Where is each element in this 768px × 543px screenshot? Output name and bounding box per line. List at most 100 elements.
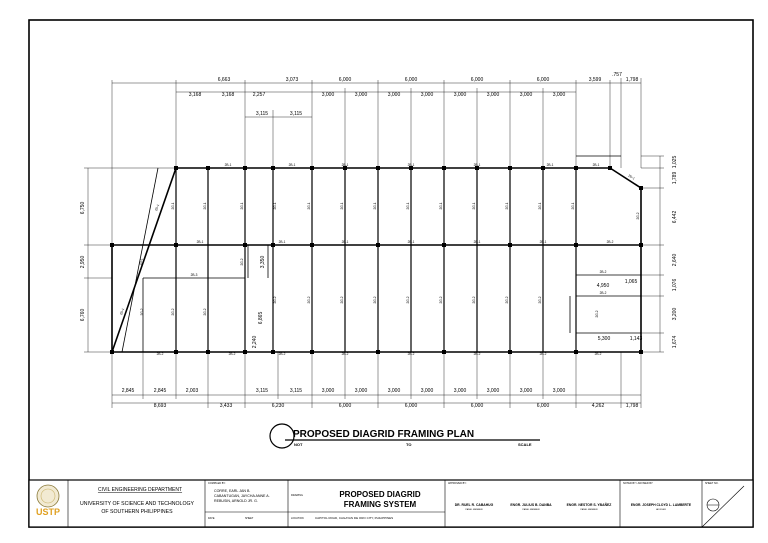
dim-bottom-inner: 2,845 bbox=[154, 388, 167, 394]
dim-top-outer: 6,663 bbox=[218, 77, 231, 83]
beam-label: 2B-1 bbox=[547, 163, 554, 167]
girder-label: 2G-1 bbox=[203, 202, 207, 209]
girder-label: 2G-1 bbox=[171, 202, 175, 209]
beam-label: 2B-2 bbox=[607, 240, 614, 244]
dim-inner: 1,143 bbox=[630, 336, 643, 342]
dim-bottom-inner: 3,000 bbox=[487, 388, 500, 394]
girder-label: 2G-1 bbox=[472, 202, 476, 209]
approver-role: PANEL MEMBER bbox=[465, 508, 483, 511]
dim-top-outer: 3,599 bbox=[589, 77, 602, 83]
beam-label: 2B-2 bbox=[342, 352, 349, 356]
dim-top-inner: 3,000 bbox=[355, 92, 368, 98]
dim-top-inner: 3,000 bbox=[322, 92, 335, 98]
beam-label: 2B-1 bbox=[408, 163, 415, 167]
plan-not-label: NOT bbox=[294, 442, 303, 447]
girder-label: 2G-2 bbox=[505, 296, 509, 303]
dim-top-outer: .757 bbox=[612, 72, 622, 78]
approver-role: PANEL MEMBER bbox=[580, 508, 598, 511]
diagrid-label: 2D-1 bbox=[154, 204, 160, 212]
beam-label: 2B-1 bbox=[342, 240, 349, 244]
girder-label: 2G-2 bbox=[595, 310, 599, 317]
date-label: DATE bbox=[208, 517, 215, 520]
beam-label: 2B-2 bbox=[157, 352, 164, 356]
girder-label: 2G-2 bbox=[340, 296, 344, 303]
dim-top-mid: 3,115 bbox=[290, 111, 302, 117]
dim-top-inner: 3,168 bbox=[222, 92, 235, 98]
approved-label: APPROVED BY: bbox=[448, 482, 467, 485]
dim-left: 2,950 bbox=[80, 256, 86, 269]
approver-name: ENGR. JULIUS B. DANBA bbox=[510, 503, 552, 507]
dim-bottom-inner: 3,115 bbox=[256, 388, 268, 394]
beam-label: 2B-1 bbox=[593, 163, 600, 167]
dim-bottom-inner: 3,000 bbox=[553, 388, 566, 394]
dim-inner: 4,950 bbox=[597, 283, 610, 289]
dim-top-outer: 3,073 bbox=[286, 77, 299, 83]
dim-bottom-outer: 3,433 bbox=[220, 403, 233, 409]
girder-label: 2G-1 bbox=[373, 202, 377, 209]
diagrid-label: 2D-1 bbox=[119, 308, 125, 316]
girder-label: 2G-2 bbox=[240, 258, 244, 265]
beam-label: 2B-1 bbox=[474, 163, 481, 167]
beam-label: 2B-1 bbox=[408, 240, 415, 244]
dim-bottom-inner: 2,845 bbox=[122, 388, 135, 394]
girder-label: 2G-2 bbox=[373, 296, 377, 303]
dim-right: 1,674 bbox=[672, 336, 678, 349]
logo-text: USTP bbox=[36, 507, 60, 517]
dim-top-outer: 6,000 bbox=[405, 77, 418, 83]
dim-left: 6,760 bbox=[80, 309, 86, 322]
approver-name: DR. RUEL R. CABAHUG bbox=[455, 503, 494, 507]
dim-inner: 1,065 bbox=[625, 279, 638, 285]
dim-right: 1,025 bbox=[672, 156, 678, 169]
diagrid-label: 2D-1 bbox=[138, 258, 143, 266]
plan-title-group: PROPOSED DIAGRID FRAMING PLAN NOT TO SCA… bbox=[269, 423, 540, 449]
beam-label: 2B-1 bbox=[474, 240, 481, 244]
girder-label: 2G-2 bbox=[307, 296, 311, 303]
beam-label: 2B-2 bbox=[595, 352, 602, 356]
girder-label: 2G-2 bbox=[636, 212, 640, 219]
dim-bottom-outer: 4,262 bbox=[592, 403, 605, 409]
girder-label: 2G-2 bbox=[439, 296, 443, 303]
dim-left: 6,750 bbox=[80, 202, 86, 215]
girder-label: 2G-2 bbox=[538, 296, 542, 303]
dim-bottom-outer: 8,693 bbox=[154, 403, 167, 409]
beam-label: 2B-1 bbox=[197, 240, 204, 244]
dim-right: 1,789 bbox=[672, 172, 678, 185]
beam-label: 2B-3 bbox=[191, 273, 198, 277]
beam-label: 2B-1 bbox=[225, 163, 232, 167]
title-block: USTP CIVIL ENGINEERING DEPARTMENT UNIVER… bbox=[28, 479, 754, 528]
dim-top-inner: 3,000 bbox=[553, 92, 566, 98]
girder-label: 2G-1 bbox=[406, 202, 410, 209]
dim-top-mid: 3,115 bbox=[256, 111, 268, 117]
member-labels: 2B-1 2B-1 2B-1 2B-1 2B-1 2B-1 2B-1 2B-1 … bbox=[119, 163, 640, 356]
dim-top-inner: 3,000 bbox=[454, 92, 467, 98]
beam-label: 2B-2 bbox=[408, 352, 415, 356]
drawing-label: DRAWING bbox=[291, 494, 303, 497]
dim-bottom-inner: 3,000 bbox=[355, 388, 368, 394]
dim-bottom-outer: 1,798 bbox=[626, 403, 639, 409]
beam-label: 2B-1 bbox=[289, 163, 296, 167]
sheet-border bbox=[28, 19, 754, 528]
compiler-name: CORRE, EARL JAN B. bbox=[214, 489, 250, 493]
plan-scale-label: SCALE bbox=[518, 442, 532, 447]
location-text: CAPITOL ROAD, CAGAYAN DE ORO CITY, PHILI… bbox=[315, 516, 393, 520]
plan-title: PROPOSED DIAGRID FRAMING PLAN bbox=[293, 429, 474, 440]
girder-label: 2G-1 bbox=[240, 202, 244, 209]
girder-label: 2G-1 bbox=[505, 202, 509, 209]
dim-top-outer: 1,798 bbox=[626, 77, 639, 83]
dim-top-outer: 6,000 bbox=[537, 77, 550, 83]
sheet-no-label: SHEET bbox=[245, 517, 254, 520]
beam-label: 2B-2 bbox=[540, 352, 547, 356]
dim-inner: 2,240 bbox=[252, 336, 258, 349]
compiler-name: CABANTUGAN, JAYCHA ANNE A. bbox=[214, 494, 270, 498]
dim-bottom-outer: 6,230 bbox=[272, 403, 285, 409]
beam-label: 2B-2 bbox=[474, 352, 481, 356]
adviser-role: ADVISER bbox=[656, 508, 666, 511]
adviser-name: ENGR. JOSEPH CLOYD L. LAMBERTE bbox=[631, 503, 692, 507]
girder-label: 2G-1 bbox=[439, 202, 443, 209]
dim-top-inner: 3,000 bbox=[520, 92, 533, 98]
plan-drawing bbox=[84, 78, 664, 408]
drawing-title-line2: FRAMING SYSTEM bbox=[344, 500, 417, 509]
girder-label: 2G-2 bbox=[171, 308, 175, 315]
dim-bottom-inner: 3,115 bbox=[290, 388, 302, 394]
beam-label: 2B-1 bbox=[342, 163, 349, 167]
